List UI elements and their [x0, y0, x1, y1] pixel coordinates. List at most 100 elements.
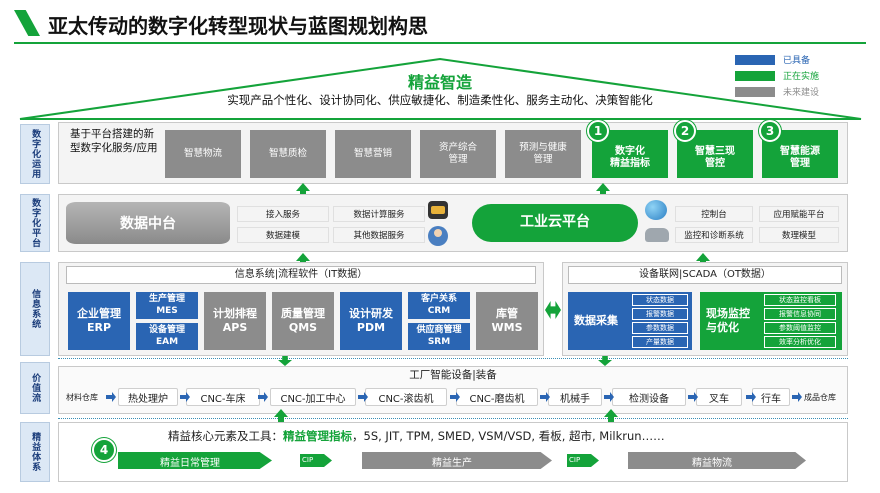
page-title: 亚太传动的数字化转型现状与蓝图规划构思 — [48, 14, 428, 38]
value-stream-step: 行车 — [752, 388, 790, 406]
legend-swatch-implementing — [735, 71, 775, 81]
service-monitor-diagnosis: 监控和诊断系统 — [675, 227, 753, 243]
title-underline — [14, 42, 866, 44]
system-wms-code: WMS — [491, 321, 523, 334]
value-stream-step: 热处理炉 — [118, 388, 178, 406]
value-stream-start: 材料仓库 — [66, 393, 98, 402]
arrow-down-icon — [598, 356, 612, 366]
legend-swatch-existing — [735, 55, 775, 65]
database-icon — [428, 201, 448, 219]
title-marker-icon — [14, 10, 40, 36]
system-erp-code: ERP — [86, 321, 112, 334]
lean-daily-mgmt-label: 精益日常管理 — [160, 458, 220, 469]
lean-logistics — [628, 452, 806, 469]
bidirectional-arrow-icon — [545, 301, 561, 319]
cip-arrow-2 — [567, 454, 599, 467]
value-stream-step: CNC-车床 — [186, 388, 260, 406]
side-label-digital-platform: 数字化平台 — [20, 194, 50, 252]
system-eam-title: 设备管理 — [148, 324, 185, 335]
separator — [58, 418, 848, 419]
lean-daily-mgmt — [118, 452, 272, 469]
arrow-up-icon — [296, 253, 310, 261]
arrow-up-icon — [604, 409, 618, 417]
data-center: 数据中台 — [66, 202, 230, 244]
arrow-up-icon — [274, 409, 288, 417]
app-asset-management: 资产综合 管理 — [420, 130, 496, 178]
flow-arrow-icon — [258, 392, 268, 402]
value-stream-step: CNC-滚齿机 — [365, 388, 447, 406]
system-mes-title: 生产管理 — [148, 293, 185, 304]
side-label-lean-system: 精益体系 — [20, 422, 50, 482]
flow-arrow-icon — [358, 392, 368, 402]
arrow-stem — [600, 190, 606, 195]
service-compute: 数据计算服务 — [333, 206, 425, 222]
value-stream-step: 检测设备 — [612, 388, 686, 406]
service-access: 接入服务 — [237, 206, 329, 222]
flow-arrow-icon — [746, 392, 756, 402]
side-label-info-systems: 信息系统 — [20, 262, 50, 356]
ot-header: 设备联网|SCADA（OT数据） — [568, 266, 842, 284]
value-stream-step: CNC-磨齿机 — [456, 388, 538, 406]
legend-label-implementing: 正在实施 — [783, 72, 820, 82]
lean-highlight: 精益管理指标 — [283, 429, 352, 443]
system-srm-code: SRM — [427, 336, 451, 347]
value-stream-step: 机械手 — [548, 388, 602, 406]
apps-intro: 基于平台搭建的新型数字化服务/应用 — [70, 128, 158, 154]
globe-icon — [645, 200, 667, 220]
app-smart-marketing: 智慧营销 — [335, 130, 411, 178]
collect-output-data: 产量数据 — [632, 336, 688, 348]
separator — [58, 358, 848, 359]
app-smart-quality: 智慧质检 — [250, 130, 326, 178]
arrow-down-icon — [278, 356, 292, 366]
system-crm-code: CRM — [427, 305, 451, 316]
arrow-up-icon — [296, 183, 310, 191]
arrow-stem — [278, 416, 284, 422]
system-crm-title: 客户关系 — [420, 293, 457, 304]
arrow-stem — [300, 190, 306, 195]
flow-arrow-icon — [688, 392, 698, 402]
system-erp-title: 企业管理 — [77, 306, 121, 320]
value-stream-step: 叉车 — [696, 388, 742, 406]
badge-1: 1 — [587, 120, 609, 142]
collect-status-data: 状态数据 — [632, 294, 688, 306]
system-srm-title: 供应商管理 — [416, 324, 462, 335]
cip-arrow-1 — [300, 454, 332, 467]
system-eam-code: EAM — [155, 336, 179, 347]
badge-3: 3 — [759, 120, 781, 142]
service-modeling: 数据建模 — [237, 227, 329, 243]
system-qms-title: 质量管理 — [281, 307, 325, 321]
flow-arrow-icon — [450, 392, 460, 402]
arrow-stem — [608, 416, 614, 422]
system-wms-title: 库管 — [496, 307, 518, 321]
lean-tool-list: ，5S, JIT, TPM, SMED, VSM/VSD, 看板, 超市, Mi… — [352, 429, 665, 443]
value-stream-step: CNC-加工中心 — [270, 388, 356, 406]
service-other: 其他数据服务 — [333, 227, 425, 243]
collect-param-data: 参数数据 — [632, 322, 688, 334]
roof-shape — [19, 57, 862, 120]
cip-label-2: CIP — [569, 456, 581, 464]
system-pdm-title: 设计研发 — [349, 306, 393, 320]
lean-logistics-label: 精益物流 — [692, 458, 732, 469]
it-header: 信息系统|流程软件（IT数据） — [66, 266, 536, 284]
value-stream-end: 成品仓库 — [804, 393, 836, 402]
system-aps-title: 计划排程 — [213, 307, 257, 321]
service-console: 控制台 — [675, 206, 753, 222]
badge-2: 2 — [674, 120, 696, 142]
flow-arrow-icon — [792, 392, 802, 402]
lean-production-label: 精益生产 — [432, 458, 472, 469]
collect-alarm-data: 报警数据 — [632, 308, 688, 320]
industrial-cloud-platform: 工业云平台 — [472, 204, 638, 242]
monitor-alarm-collab: 报警信息协同 — [764, 308, 836, 320]
app-smart-logistics: 智慧物流 — [165, 130, 241, 178]
system-qms-code: QMS — [288, 321, 318, 334]
system-mes-code: MES — [156, 305, 178, 316]
badge-4: 4 — [92, 438, 116, 462]
arrow-up-icon — [696, 253, 710, 261]
system-aps-code: APS — [222, 321, 248, 334]
side-label-digital-apps: 数字化运用 — [20, 124, 50, 184]
legend-swatch-future — [735, 87, 775, 97]
